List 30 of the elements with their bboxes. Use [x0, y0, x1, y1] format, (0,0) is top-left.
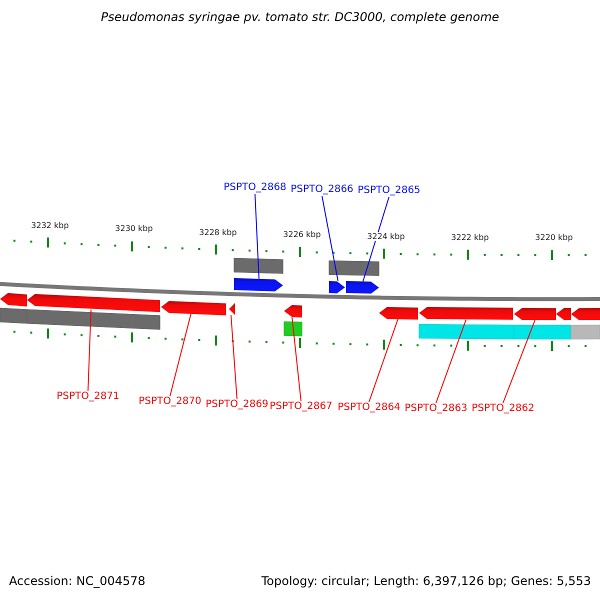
- scale-label: 3232 kbp: [30, 220, 70, 230]
- scale-label: 3222 kbp: [450, 232, 490, 242]
- scale-label: 3226 kbp: [282, 230, 322, 240]
- scale-label: 3224 kbp: [366, 232, 406, 241]
- leader-line: [436, 319, 466, 404]
- leader-line: [254, 194, 260, 280]
- gene-block: [571, 308, 600, 320]
- gene-block: [234, 278, 283, 292]
- genome-info-text: Topology: circular; Length: 6,397,126 bp; Genes: 5,553: [261, 574, 591, 588]
- gene-block: [161, 300, 226, 315]
- leader-line: [362, 196, 390, 282]
- leader-line: [88, 309, 92, 392]
- leader-line: [368, 318, 398, 402]
- leader-line: [502, 320, 536, 404]
- accession-text: Accession: NC_004578: [9, 574, 146, 588]
- leader-line: [322, 196, 338, 282]
- leader-line: [230, 314, 238, 400]
- gene-block: [379, 306, 418, 320]
- title: Pseudomonas syringae pv. tomato str. DC3000, complete genome: [100, 10, 500, 24]
- gene-label: PSPTO_2871: [48, 391, 128, 403]
- gene-block: [329, 280, 345, 293]
- scale-label: 3230 kbp: [114, 224, 154, 234]
- gene-block: [229, 302, 235, 316]
- scale-label: 3228 kbp: [198, 228, 238, 237]
- gene-block: [556, 308, 571, 320]
- gene-block: [284, 304, 302, 318]
- gene-block: [0, 293, 27, 306]
- leader-line: [170, 313, 192, 396]
- scale-label: 3220 kbp: [534, 233, 574, 242]
- leader-line: [292, 316, 302, 402]
